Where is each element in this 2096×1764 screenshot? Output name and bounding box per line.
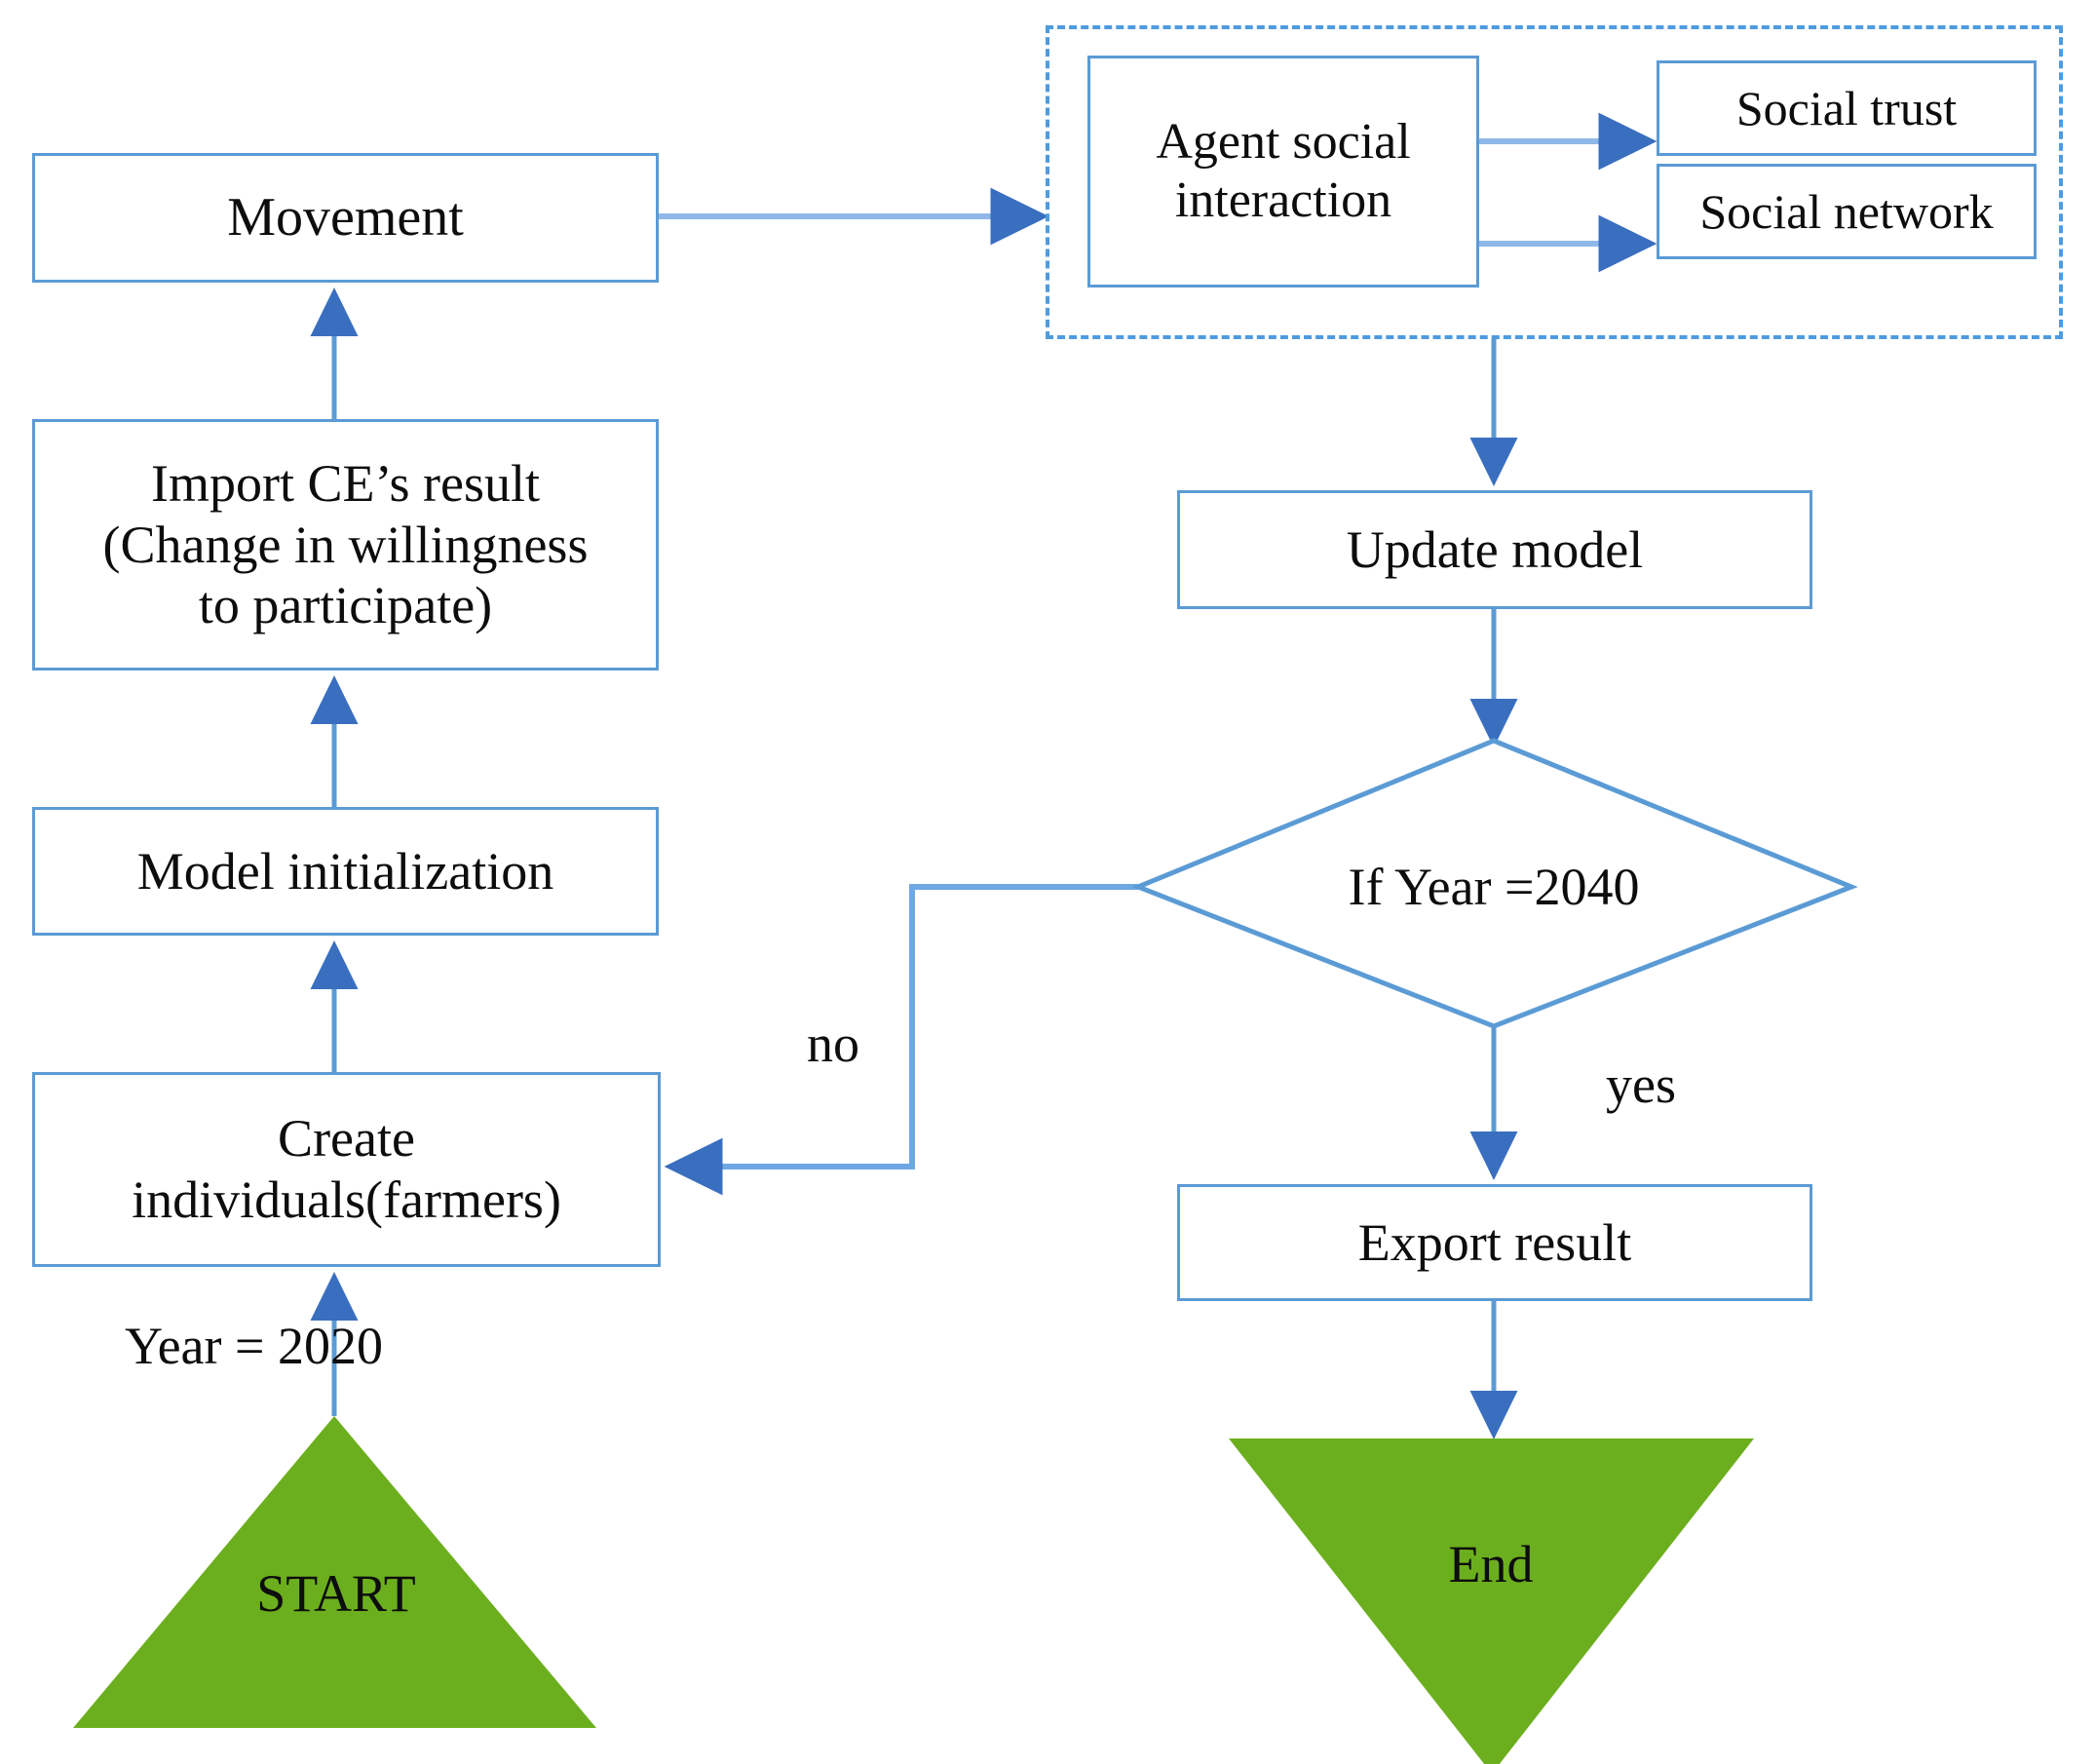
- node-social-trust[interactable]: Social trust: [1657, 60, 2037, 156]
- social-interaction-group-box: [1046, 25, 2063, 339]
- node-export-result-label: Export result: [1357, 1212, 1632, 1272]
- node-model-initialization-label: Model initialization: [136, 841, 554, 901]
- node-model-initialization[interactable]: Model initialization: [32, 807, 659, 936]
- edge-label-no: no: [807, 1014, 859, 1074]
- decision-diamond-shape: [1131, 738, 1858, 1029]
- node-create-individuals-line2: individuals(farmers): [132, 1170, 561, 1229]
- edge-label-start-year: Year = 2020: [125, 1316, 383, 1376]
- node-update-model-label: Update model: [1346, 519, 1644, 579]
- edge-label-start-year-text: Year = 2020: [125, 1317, 383, 1375]
- edge-label-yes-text: yes: [1606, 1055, 1676, 1114]
- node-agent-social-interaction-line1: Agent social: [1156, 113, 1411, 170]
- node-update-model[interactable]: Update model: [1177, 490, 1812, 609]
- node-export-result[interactable]: Export result: [1177, 1184, 1812, 1301]
- node-create-individuals[interactable]: Create individuals(farmers): [32, 1072, 661, 1267]
- start-triangle-shape[interactable]: [73, 1416, 596, 1728]
- node-import-ce-line2: (Change in willingness: [102, 515, 589, 574]
- node-social-network[interactable]: Social network: [1657, 164, 2037, 259]
- node-social-network-label: Social network: [1699, 184, 1994, 239]
- node-movement-label: Movement: [227, 187, 464, 249]
- connector-decision-no-loop: [664, 884, 1138, 1196]
- end-triangle-shape[interactable]: [1229, 1438, 1754, 1764]
- node-import-ce-line1: Import CE’s result: [151, 454, 540, 514]
- node-import-ce-line3: to participate): [198, 576, 493, 635]
- node-social-trust-label: Social trust: [1735, 81, 1958, 135]
- node-movement[interactable]: Movement: [32, 153, 659, 283]
- node-create-individuals-line1: Create: [278, 1109, 415, 1169]
- edge-label-yes: yes: [1606, 1055, 1676, 1115]
- edge-label-no-text: no: [807, 1015, 859, 1073]
- node-agent-social-interaction-line2: interaction: [1174, 173, 1392, 228]
- node-agent-social-interaction[interactable]: Agent social interaction: [1087, 56, 1479, 288]
- node-import-ce-result[interactable]: Import CE’s result (Change in willingnes…: [32, 419, 659, 671]
